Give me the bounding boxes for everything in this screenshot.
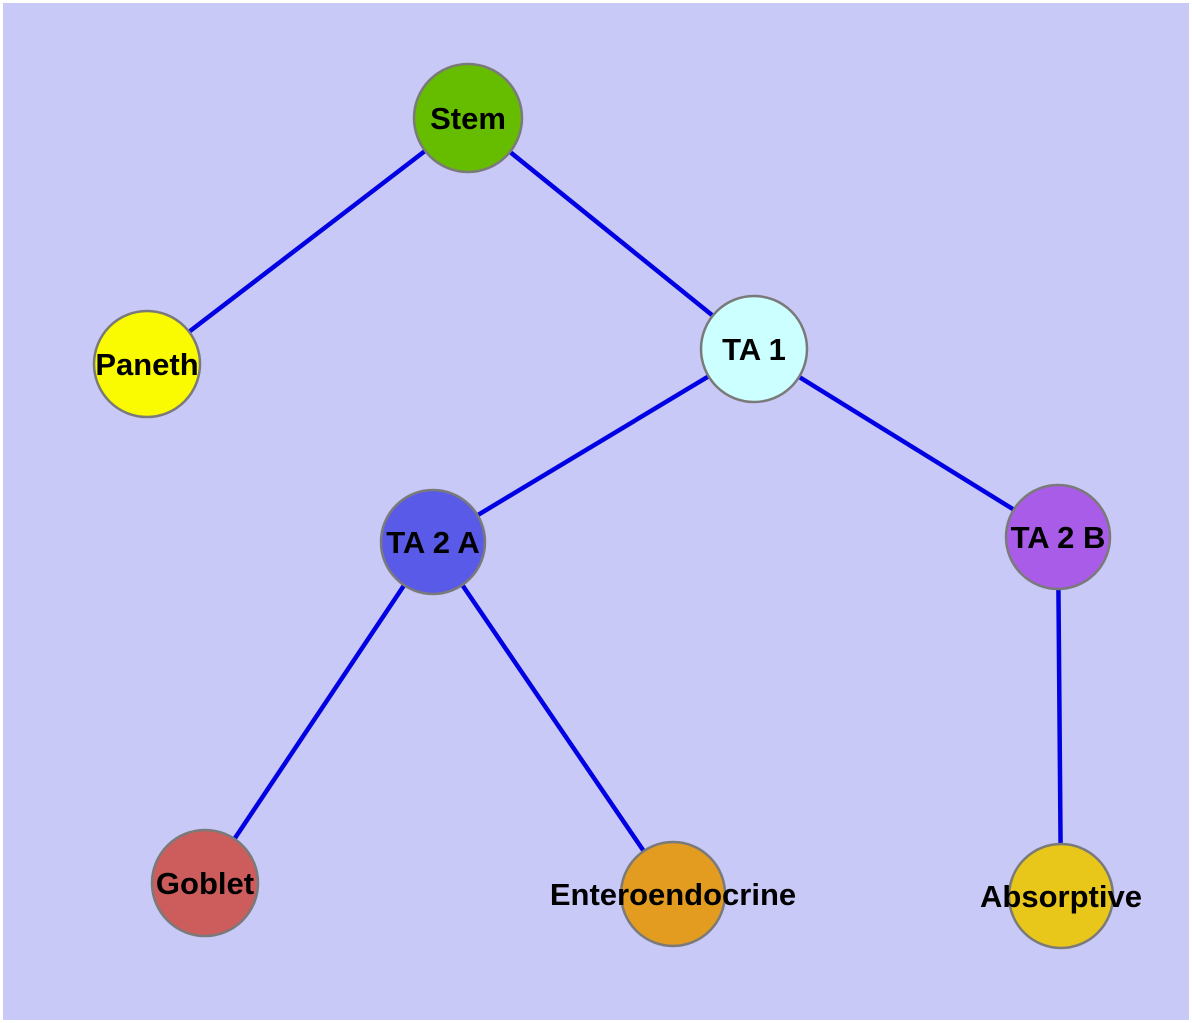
edge-ta1-ta2b — [752, 347, 1060, 539]
edge-stem-paneth — [145, 116, 470, 366]
node-ta2a[interactable] — [379, 488, 487, 596]
edge-ta2b-absorptive — [1055, 536, 1064, 897]
node-ta2b[interactable] — [1004, 483, 1112, 591]
node-label-goblet: Goblet — [156, 866, 254, 901]
edge-stem-ta1 — [466, 116, 756, 351]
node-label-stem: Stem — [430, 101, 506, 136]
node-paneth[interactable] — [92, 309, 202, 419]
node-enteroendocrine[interactable] — [619, 840, 727, 948]
edge-ta1-ta2a — [431, 347, 756, 544]
node-stem[interactable] — [412, 62, 524, 174]
node-label-ta1: TA 1 — [722, 332, 786, 367]
edge-ta2a-goblet — [203, 540, 435, 885]
edge-ta2a-enteroendocrine — [431, 540, 675, 896]
node-label-absorptive: Absorptive — [980, 879, 1142, 914]
node-goblet[interactable] — [150, 828, 260, 938]
node-label-paneth: Paneth — [95, 347, 198, 382]
node-absorptive[interactable] — [1007, 842, 1115, 950]
node-label-enteroendocrine: Enteroendocrine — [550, 877, 796, 912]
node-ta1[interactable] — [699, 294, 809, 404]
node-label-ta2b: TA 2 B — [1011, 520, 1106, 555]
node-label-ta2a: TA 2 A — [386, 525, 480, 560]
